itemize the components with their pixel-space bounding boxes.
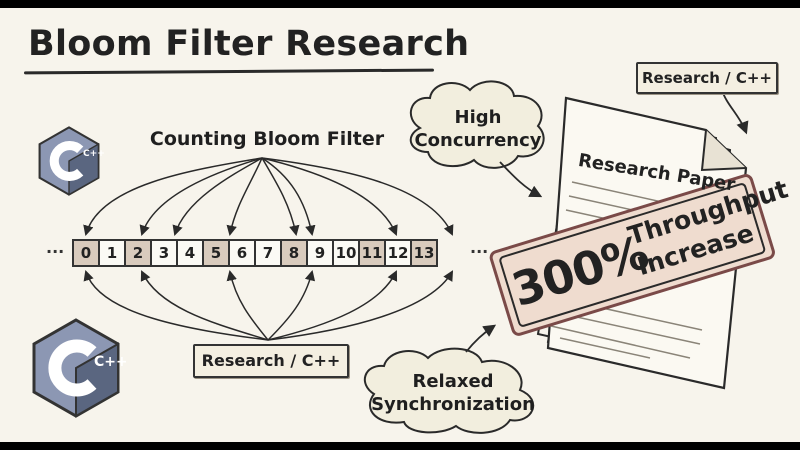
bit-cell-12: 12 — [384, 239, 412, 267]
bit-cell-2: 2 — [124, 239, 152, 267]
ellipsis-left: ··· — [46, 242, 65, 261]
cloud-relaxed-synchronization — [363, 347, 534, 434]
research-tag-top: Research / C++ — [636, 62, 778, 94]
bit-cell-10: 10 — [332, 239, 360, 267]
hash-arrow — [267, 269, 316, 341]
bit-cell-8: 8 — [280, 239, 308, 267]
bit-cell-3: 3 — [150, 239, 178, 267]
hash-arrow — [267, 270, 398, 341]
hash-arrow — [172, 157, 263, 236]
bit-cell-5: 5 — [202, 239, 230, 267]
bit-cell-4: 4 — [176, 239, 204, 267]
svg-text:C++: C++ — [94, 354, 126, 370]
svg-text:C++: C++ — [83, 149, 104, 159]
hash-arrows-bottom — [83, 269, 454, 341]
cloud-label-high-concurrency: High Concurrency — [414, 107, 542, 151]
bit-cell-6: 6 — [228, 239, 256, 267]
tag-arrow — [721, 89, 749, 135]
cloud-arrow — [499, 161, 543, 198]
hash-arrow — [226, 157, 263, 237]
bit-cell-7: 7 — [254, 239, 282, 267]
bit-cell-0: 0 — [72, 239, 100, 267]
hash-arrow — [226, 269, 269, 341]
hash-arrow — [83, 157, 263, 237]
cpp-logo-large-icon: C++ — [32, 318, 126, 418]
cloud-arrow — [465, 324, 497, 353]
throughput-stamp — [489, 174, 775, 336]
diagram-subtitle: Counting Bloom Filter — [149, 128, 385, 150]
bit-cell-13: 13 — [410, 239, 438, 267]
hash-arrow — [261, 157, 316, 237]
hash-arrow — [261, 157, 398, 236]
bit-cell-1: 1 — [98, 239, 126, 267]
cpp-logo-small-icon: C++ — [38, 126, 104, 196]
bit-cell-11: 11 — [358, 239, 386, 267]
cloud-label-relaxed-synchronization: Relaxed Synchronization — [371, 371, 535, 415]
hash-arrow — [140, 270, 269, 341]
cloud-high-concurrency — [409, 80, 545, 169]
hash-arrow — [83, 270, 269, 341]
hash-arrow — [261, 157, 300, 237]
ellipsis-right: ··· — [470, 242, 489, 261]
hash-arrow — [267, 270, 454, 341]
bit-cell-9: 9 — [306, 239, 334, 267]
research-tag-bottom: Research / C++ — [193, 344, 349, 378]
hash-arrow — [261, 157, 454, 236]
hash-arrows-top — [83, 157, 454, 237]
page-title: Bloom Filter Research — [28, 24, 470, 64]
hash-arrow — [139, 157, 263, 236]
